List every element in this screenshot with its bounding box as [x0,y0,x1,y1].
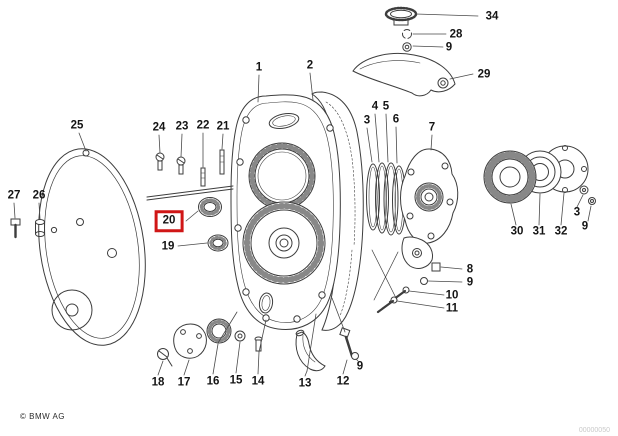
o-rings-3-4-5-6 [366,162,406,236]
part-label-7[interactable]: 7 [428,121,436,134]
part-label-19[interactable]: 19 [161,240,175,253]
bolts-8-11 [371,249,441,314]
part-label-26[interactable]: 26 [32,189,46,202]
watermark-number: 00000050 [578,427,610,434]
part-label-20-selected[interactable]: 20 [154,210,184,232]
leader-lines [13,13,592,377]
screws-21-24 [146,149,234,201]
bottom-parts-12-18 [157,318,359,372]
part-label-28[interactable]: 28 [449,28,463,41]
part-label-6[interactable]: 6 [392,113,400,126]
part-label-9[interactable]: 9 [466,276,474,289]
part-label-18[interactable]: 18 [151,376,165,389]
part-label-31[interactable]: 31 [532,225,546,238]
timing-cover-1 [230,94,341,331]
part-label-9[interactable]: 9 [445,41,453,54]
part-label-8[interactable]: 8 [466,263,474,276]
part-label-25[interactable]: 25 [70,119,84,132]
part-label-22[interactable]: 22 [196,119,210,132]
bearing-parts-30-31-32 [483,145,589,204]
part-label-27[interactable]: 27 [7,189,21,202]
part-label-11[interactable]: 11 [445,302,459,315]
part-label-32[interactable]: 32 [554,225,568,238]
part-label-12[interactable]: 12 [336,375,350,388]
right-small-parts-3-9 [579,185,596,205]
part-label-1[interactable]: 1 [255,61,263,74]
part-label-17[interactable]: 17 [177,376,191,389]
part-label-9[interactable]: 9 [356,360,364,373]
outer-cover-25 [38,148,146,346]
part-label-9[interactable]: 9 [581,220,589,233]
part-label-3[interactable]: 3 [573,206,581,219]
part-label-13[interactable]: 13 [298,377,312,390]
part-label-4[interactable]: 4 [371,100,379,113]
seal-ring-19 [207,234,229,252]
part-label-3[interactable]: 3 [363,114,371,127]
small-parts-27-26 [10,218,45,239]
part-label-16[interactable]: 16 [206,375,220,388]
part-label-15[interactable]: 15 [229,374,243,387]
part-label-30[interactable]: 30 [510,225,524,238]
part-label-21[interactable]: 21 [216,120,230,133]
part-label-24[interactable]: 24 [152,121,166,134]
copyright-text: © BMW AG [20,412,66,421]
seal-ring-20 [198,197,222,217]
part-label-2[interactable]: 2 [306,59,314,72]
part-label-10[interactable]: 10 [445,289,459,302]
part-label-23[interactable]: 23 [175,120,189,133]
part-label-29[interactable]: 29 [477,68,491,81]
part-label-5[interactable]: 5 [382,100,390,113]
flange-7 [400,148,459,269]
part-label-14[interactable]: 14 [251,375,265,388]
part-label-34[interactable]: 34 [485,10,499,23]
breather-cover-29 [352,53,456,97]
